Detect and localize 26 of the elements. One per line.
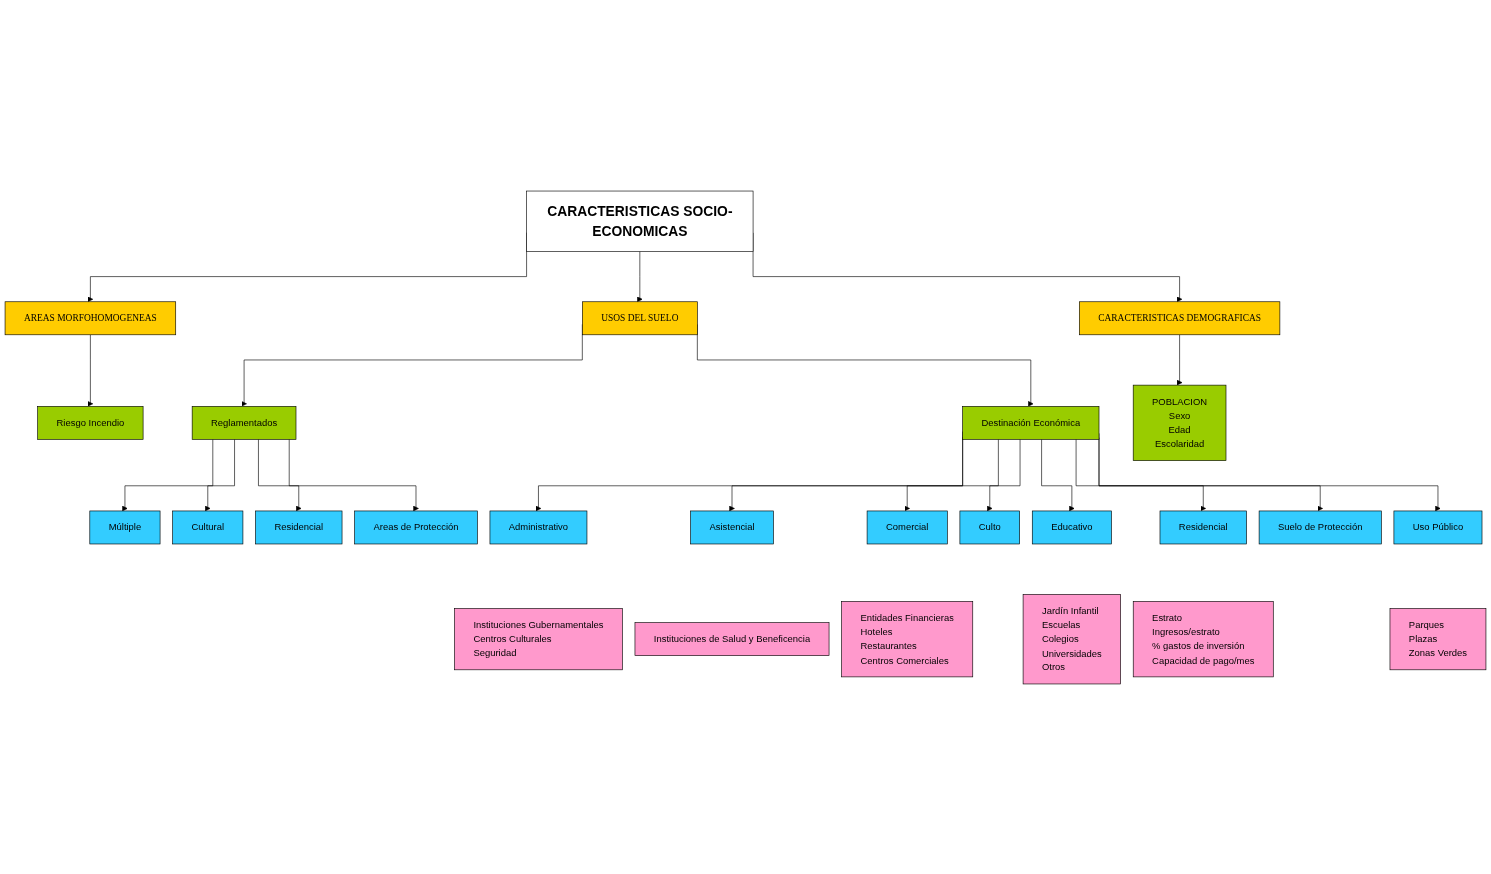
node-box: Administrativo: [489, 510, 588, 544]
node-box: Instituciones de Salud y Beneficencia: [634, 621, 830, 656]
node-box: Destinación Económica: [962, 405, 1100, 440]
node-box: Jardín Infantil Escuelas Colegios Universidades Otros: [1022, 593, 1121, 684]
node-box: Educativo: [1031, 510, 1112, 544]
node-box: POBLACION Sexo Edad Escolaridad: [1132, 384, 1227, 461]
node-box: Instituciones Gubernamentales Centros Culturales Seguridad: [454, 607, 623, 670]
node-box: Cultural: [172, 510, 244, 544]
node-box: Asistencial: [690, 510, 774, 544]
node-box: Parques Plazas Zonas Verdes: [1389, 607, 1487, 670]
node-box: Suelo de Protección: [1258, 510, 1382, 544]
node-box: Uso Público: [1393, 510, 1483, 544]
node-box: Múltiple: [89, 510, 161, 544]
node-box: CARACTERISTICAS SOCIO-ECONOMICAS: [526, 190, 754, 252]
node-box: Residencial: [255, 510, 343, 544]
node-box: Riesgo Incendio: [37, 405, 144, 440]
node-box: Estrato Ingresos/estrato % gastos de inversión Capacidad de pago/mes: [1132, 600, 1274, 677]
node-box: Areas de Protección: [354, 510, 478, 544]
node-box: Entidades Financieras Hoteles Restaurantes Centros Comerciales: [841, 600, 974, 677]
node-box: USOS DEL SUELO: [582, 300, 698, 335]
node-box: Comercial: [866, 510, 948, 544]
node-box: AREAS MORFOHOMOGENEAS: [4, 300, 177, 335]
node-box: Residencial: [1159, 510, 1247, 544]
node-box: Culto: [959, 510, 1020, 544]
node-box: Reglamentados: [191, 405, 297, 440]
node-box: CARACTERISTICAS DEMOGRAFICAS: [1079, 300, 1281, 335]
